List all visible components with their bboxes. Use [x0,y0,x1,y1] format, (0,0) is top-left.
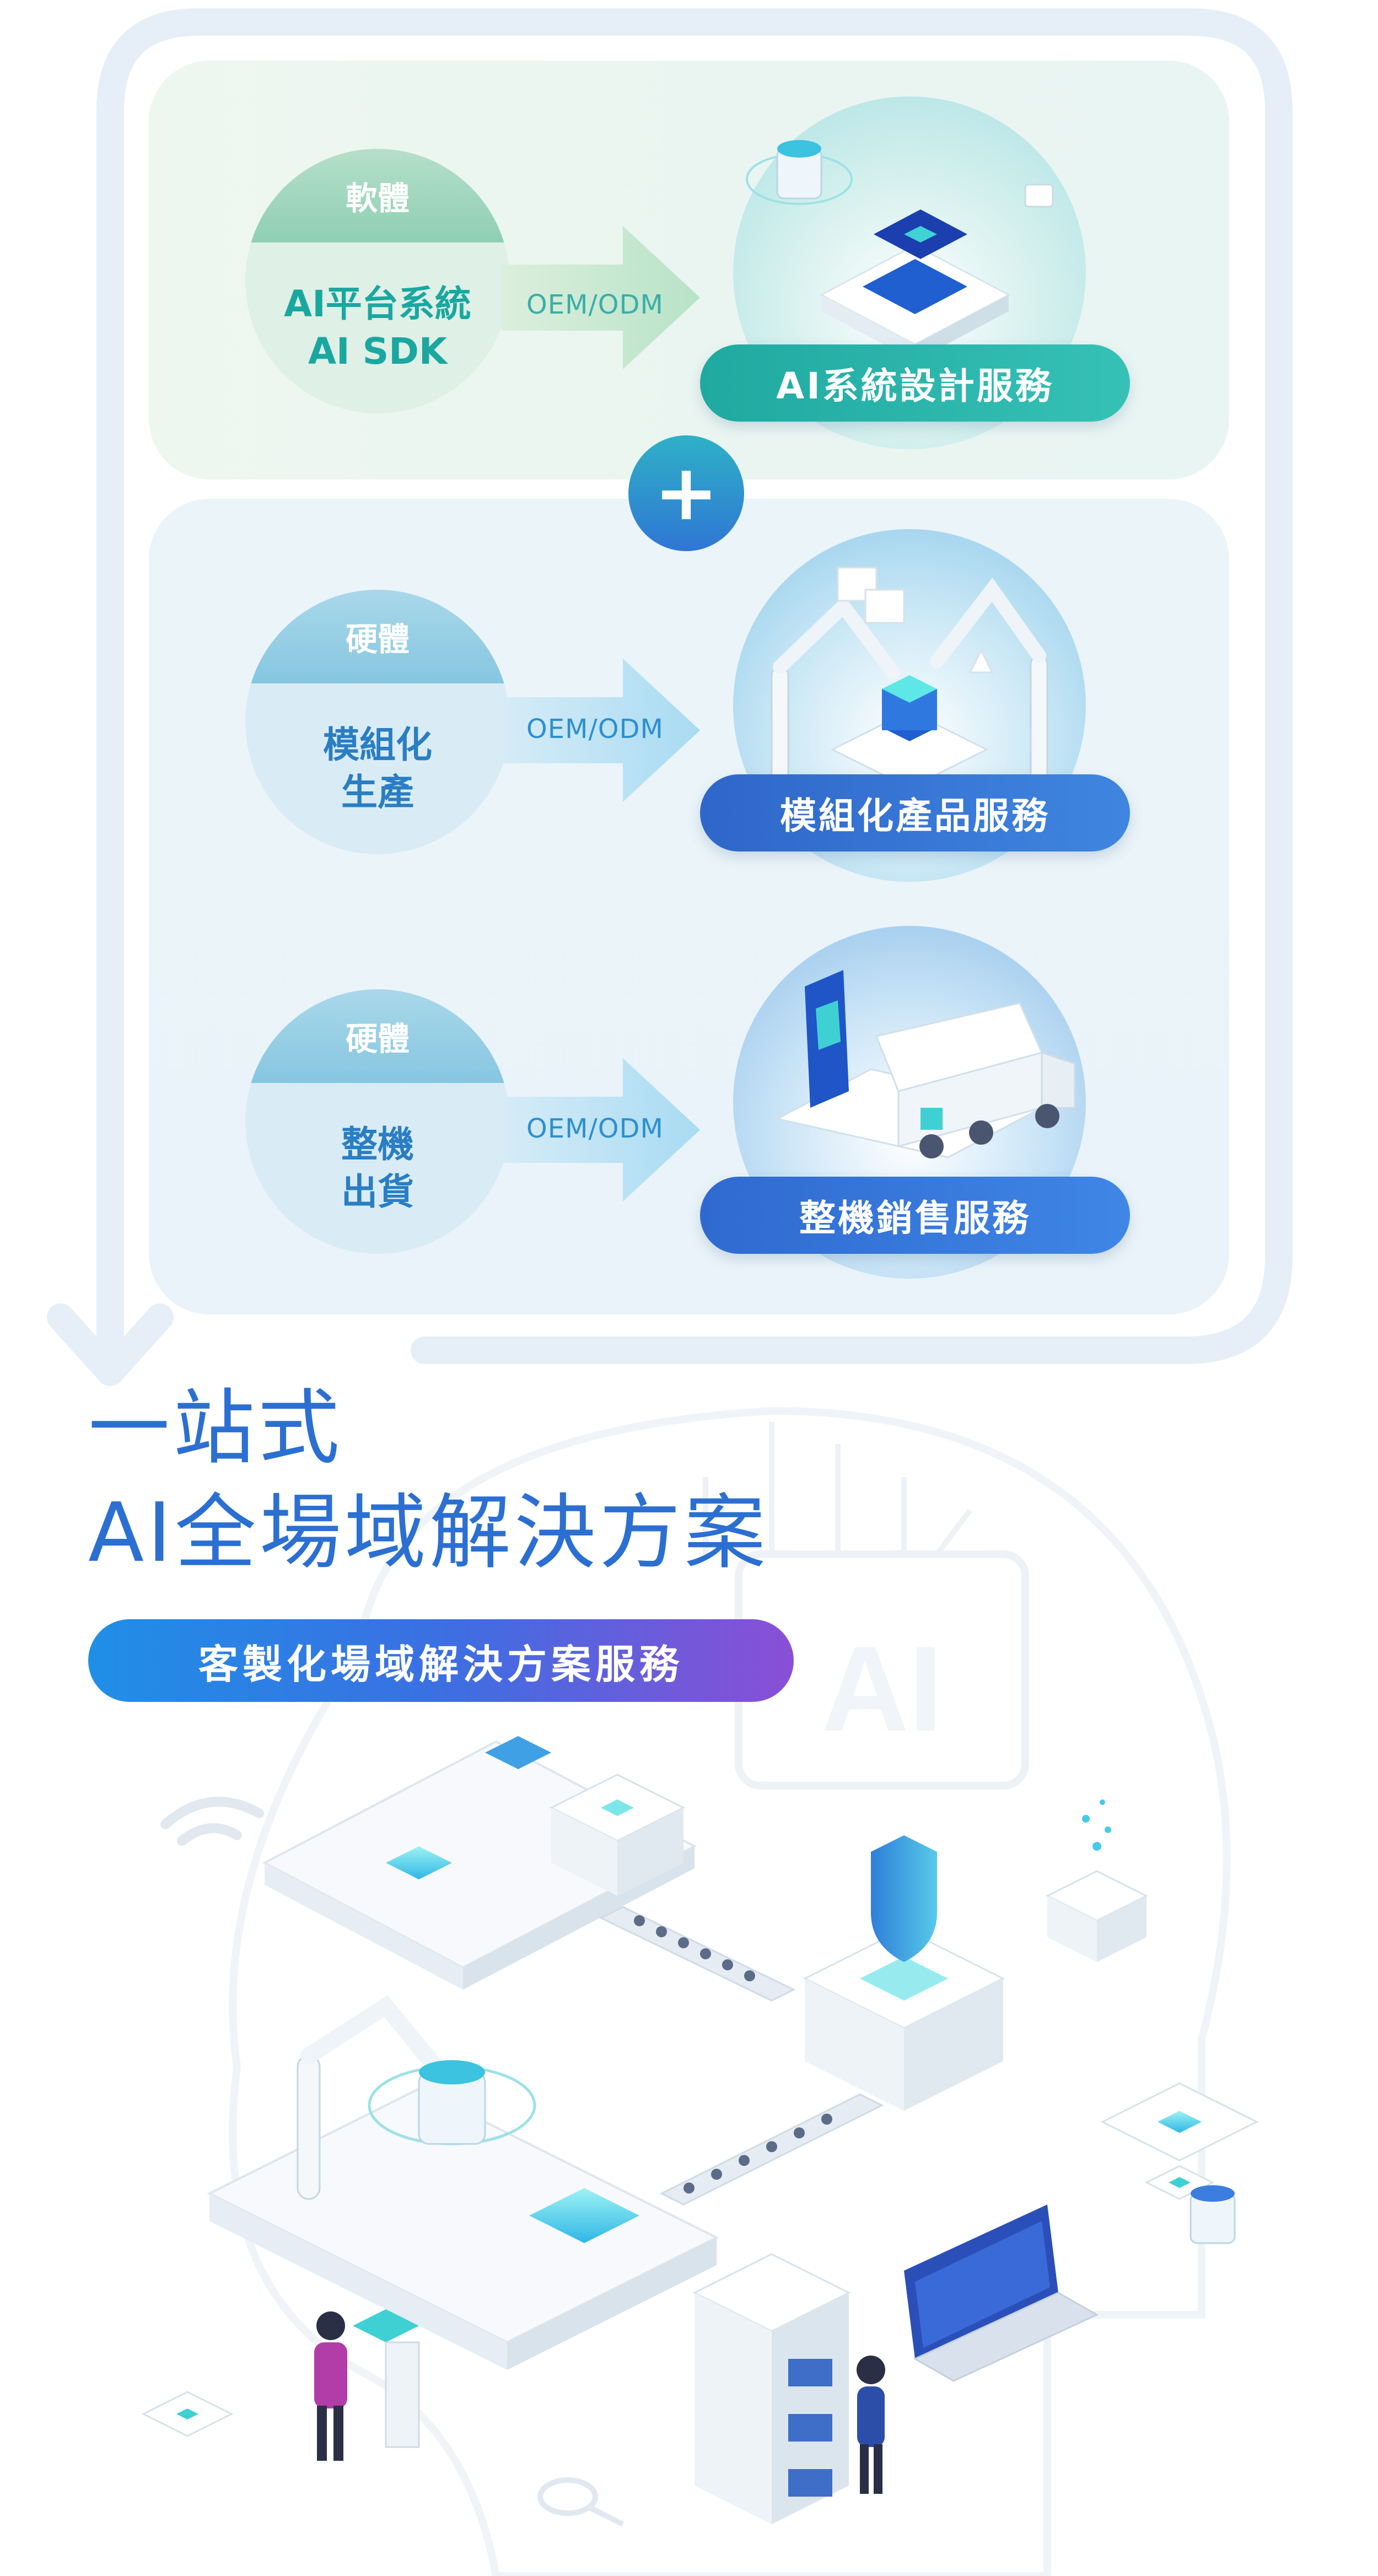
software-line-platform: AI平台系統 [284,283,471,325]
headline-ai-solution: AI全場域解決方案 [88,1485,769,1580]
oem-arrow-machine-icon [502,1058,700,1201]
laptop-icon [904,2205,1099,2382]
shield-icon [871,1835,937,1962]
kiosk-icon [353,2309,420,2448]
phone-icon [805,970,849,1108]
ai-factory-illustration: AI [141,1406,1259,2576]
oem-label-machine: OEM/ODM [526,1113,664,1144]
person-engineer-icon [857,2356,885,2494]
server-stack-icon [746,140,853,205]
hardware-machine-line-1: 整機 [341,1123,414,1166]
hardware-machine-line-2: 出貨 [341,1171,414,1213]
database-icon [1189,2185,1236,2244]
tagline-custom-service: 客製化場域解決方案服務 [88,1619,794,1702]
oem-arrow-module-icon [502,659,700,802]
glow-chip-icon [529,2188,639,2243]
server-rack-icon [692,2253,851,2524]
headline-one-stop: 一站式 [88,1381,343,1475]
hardware-module-circle: 硬體 模組化 生產 [245,590,510,854]
magnifier-icon [537,2477,625,2527]
software-line-sdk: AI SDK [308,330,448,373]
ai-system-design-service-label: AI系統設計服務 [700,344,1130,422]
person-operator-icon [314,2311,347,2461]
software-caption: 軟體 [245,149,510,242]
oem-label-software: OEM/ODM [526,289,664,320]
hardware-module-caption: 硬體 [245,590,510,683]
machine-sales-service-label: 整機銷售服務 [700,1177,1130,1254]
hardware-machine-caption: 硬體 [245,989,510,1083]
server-stack-icon [368,2060,536,2146]
hardware-module-line-1: 模組化 [323,724,432,766]
oem-arrow-software-icon [502,226,700,369]
software-circle: 軟體 AI平台系統 AI SDK [245,149,510,413]
oem-label-module: OEM/ODM [526,714,664,745]
robot-arm-icon [297,1995,444,2200]
head-chip-icon: AI [735,1550,1029,1790]
robot-arm-icon [771,567,1048,789]
truck-icon [774,970,1076,1158]
hardware-module-line-2: 生產 [341,771,414,813]
modular-product-service-label: 模組化產品服務 [700,774,1130,852]
wifi-icon [160,1797,264,1846]
plus-icon: + [628,435,744,551]
head-chip-label: AI [821,1621,943,1756]
flow-loop-arrow [47,8,1293,1386]
hardware-machine-circle: 硬體 整機 出貨 [245,989,510,1254]
